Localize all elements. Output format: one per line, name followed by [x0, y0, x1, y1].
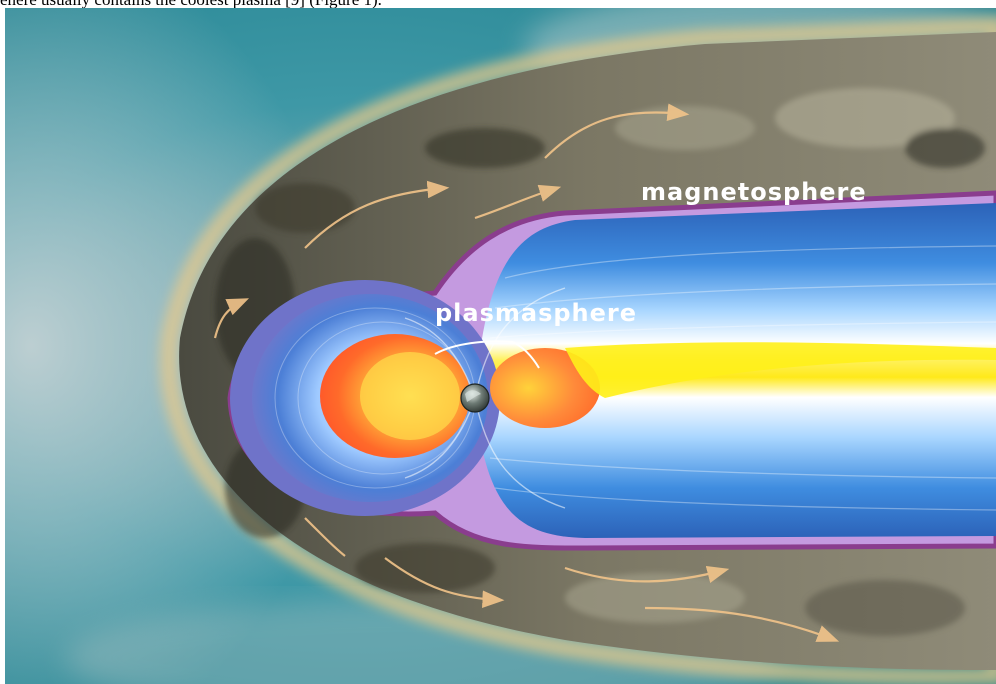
solar-wind-arrows [213, 103, 840, 642]
label-plasmasphere: plasmasphere [435, 299, 637, 327]
plasma-sheet [565, 342, 996, 398]
tail-field-lines [489, 245, 996, 511]
diagram-svg: magnetosphere plasmasphere [5, 8, 996, 684]
plasmasphere-core-nightside [490, 348, 600, 428]
earth-icon [460, 383, 490, 413]
bow-shock-glow [159, 16, 996, 684]
label-magnetosphere: magnetosphere [641, 178, 867, 206]
plasmasphere-core-bright [360, 352, 460, 440]
magnetosphere-diagram: magnetosphere plasmasphere [5, 8, 996, 684]
plasmasphere-pointer [434, 340, 540, 369]
caption-text: ehere usually contains the coolest plasm… [0, 0, 996, 9]
